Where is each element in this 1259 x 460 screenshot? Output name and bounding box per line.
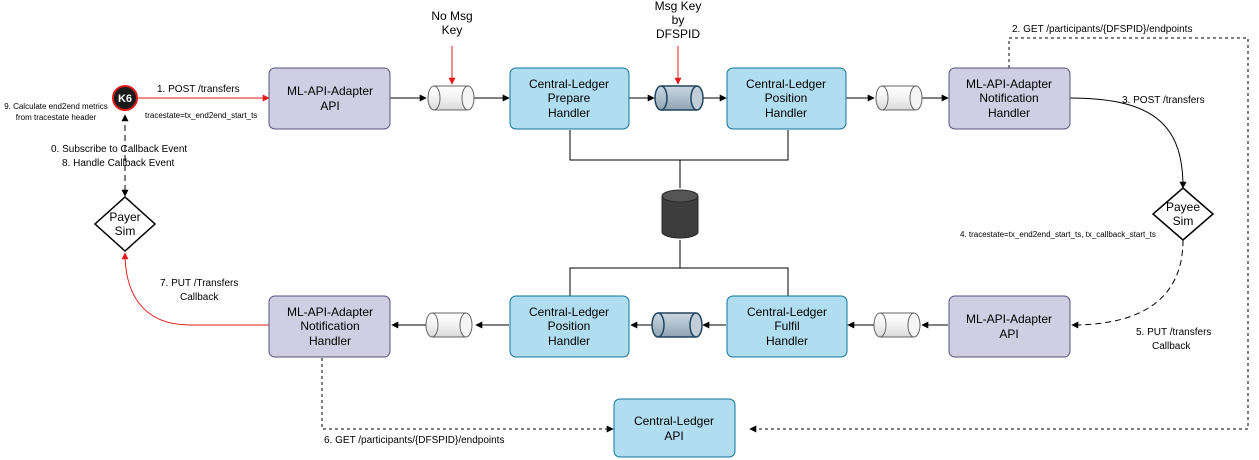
api-adapter-bottom-label-1: ML-API-Adapter <box>966 312 1052 326</box>
calc-metrics-label-2: from tracestate header <box>16 113 97 122</box>
edge-get-participants-6 <box>321 358 614 433</box>
get-participants-6-label: 6. GET /participants/{DFSPID}/endpoints <box>324 435 504 446</box>
db-bracket-bottom <box>569 267 789 300</box>
no-msg-key-label-2: Key <box>442 23 463 37</box>
edge-put-transfers-5 <box>1071 239 1184 329</box>
queue-bottom-2 <box>651 312 703 338</box>
db-bracket-top <box>569 130 789 161</box>
payer-sim-node[interactable]: Payer Sim <box>93 195 157 253</box>
notification-handler-bottom-label-3: Handler <box>309 334 351 348</box>
k6-node[interactable]: K6 <box>112 85 138 111</box>
api-adapter-bottom-label-2: API <box>999 327 1018 341</box>
position-handler-top-node[interactable]: Central-Ledger Position Handler <box>726 67 847 130</box>
get-participants-2-label: 2. GET /participants/{DFSPID}/endpoints <box>1012 24 1192 35</box>
fulfil-handler-node[interactable]: Central-Ledger Fulfil Handler <box>726 295 848 358</box>
payee-sim-node[interactable]: Payee Sim <box>1151 187 1215 241</box>
edge-get-participants-2 <box>749 37 1249 433</box>
queue-top-2 <box>654 85 704 111</box>
put-transfers-5-label-2: Callback <box>1152 341 1191 352</box>
post-transfers-3-label: 3. POST /transfers <box>1122 95 1205 106</box>
notification-handler-bottom-node[interactable]: ML-API-Adapter Notification Handler <box>268 295 391 358</box>
subscribe-label-2: 8. Handle Callback Event <box>62 158 175 169</box>
edge-post-transfers-3 <box>1069 97 1187 189</box>
k6-label: K6 <box>118 93 132 105</box>
queue-top-1 <box>427 85 475 111</box>
payee-sim-label-1: Payee <box>1166 200 1200 214</box>
no-msg-key-label-1: No Msg <box>431 9 472 23</box>
notification-handler-top-label-1: ML-API-Adapter <box>966 77 1052 91</box>
notification-handler-top-label-2: Notification <box>979 91 1038 105</box>
msg-key-label-1: Msg Key <box>655 0 702 13</box>
payee-sim-label-2: Sim <box>1173 214 1194 228</box>
queue-top-3 <box>875 85 923 111</box>
central-ledger-api-label-2: API <box>664 429 683 443</box>
prepare-handler-node[interactable]: Central-Ledger Prepare Handler <box>509 67 630 130</box>
subscribe-label-1: 0. Subscribe to Callback Event <box>51 144 187 155</box>
payer-sim-label-1: Payer <box>109 210 140 224</box>
msg-key-label-3: DFSPID <box>656 27 700 41</box>
position-handler-top-label-3: Handler <box>765 106 807 120</box>
calc-metrics-label-1: 9. Calculate end2end metrics <box>4 102 108 111</box>
put-transfers-7-label-1: 7. PUT /Transfers <box>160 278 238 289</box>
edge-put-transfers-7 <box>121 252 269 326</box>
put-transfers-5-label-1: 5. PUT /transfers <box>1136 327 1211 338</box>
tracestate-callback-label: 4. tracestate=tx_end2end_start_ts, tx_ca… <box>960 230 1156 239</box>
position-handler-bottom-label-1: Central-Ledger <box>529 305 609 319</box>
api-adapter-top-label-1: ML-API-Adapter <box>287 84 373 98</box>
notification-handler-bottom-label-2: Notification <box>300 319 359 333</box>
prepare-handler-label-1: Central-Ledger <box>529 77 609 91</box>
fulfil-handler-label-2: Fulfil <box>774 319 799 333</box>
api-adapter-bottom-node[interactable]: ML-API-Adapter API <box>948 295 1071 358</box>
queue-bottom-3 <box>873 312 921 338</box>
post-transfers-1-label: 1. POST /transfers <box>157 84 240 95</box>
fulfil-handler-label-1: Central-Ledger <box>747 305 827 319</box>
api-adapter-top-label-2: API <box>320 99 339 113</box>
database-icon <box>661 189 699 239</box>
payer-sim-label-2: Sim <box>115 224 136 238</box>
position-handler-bottom-node[interactable]: Central-Ledger Position Handler <box>509 295 630 358</box>
central-ledger-api-label-1: Central-Ledger <box>634 414 714 428</box>
notification-handler-top-label-3: Handler <box>988 106 1030 120</box>
api-adapter-top-node[interactable]: ML-API-Adapter API <box>268 67 391 130</box>
prepare-handler-label-2: Prepare <box>548 91 591 105</box>
queue-bottom-1 <box>425 312 473 338</box>
position-handler-bottom-label-2: Position <box>548 319 591 333</box>
prepare-handler-label-3: Handler <box>548 106 590 120</box>
fulfil-handler-label-3: Handler <box>766 334 808 348</box>
msg-key-label-2: by <box>672 13 685 27</box>
central-ledger-api-node[interactable]: Central-Ledger API <box>613 398 736 458</box>
position-handler-top-label-2: Position <box>765 91 808 105</box>
notification-handler-bottom-label-1: ML-API-Adapter <box>287 305 373 319</box>
put-transfers-7-label-2: Callback <box>180 292 219 303</box>
position-handler-bottom-label-3: Handler <box>548 334 590 348</box>
position-handler-top-label-1: Central-Ledger <box>746 77 826 91</box>
tracestate-start-label: tracestate=tx_end2end_start_ts <box>145 111 257 120</box>
notification-handler-top-node[interactable]: ML-API-Adapter Notification Handler <box>948 67 1071 130</box>
